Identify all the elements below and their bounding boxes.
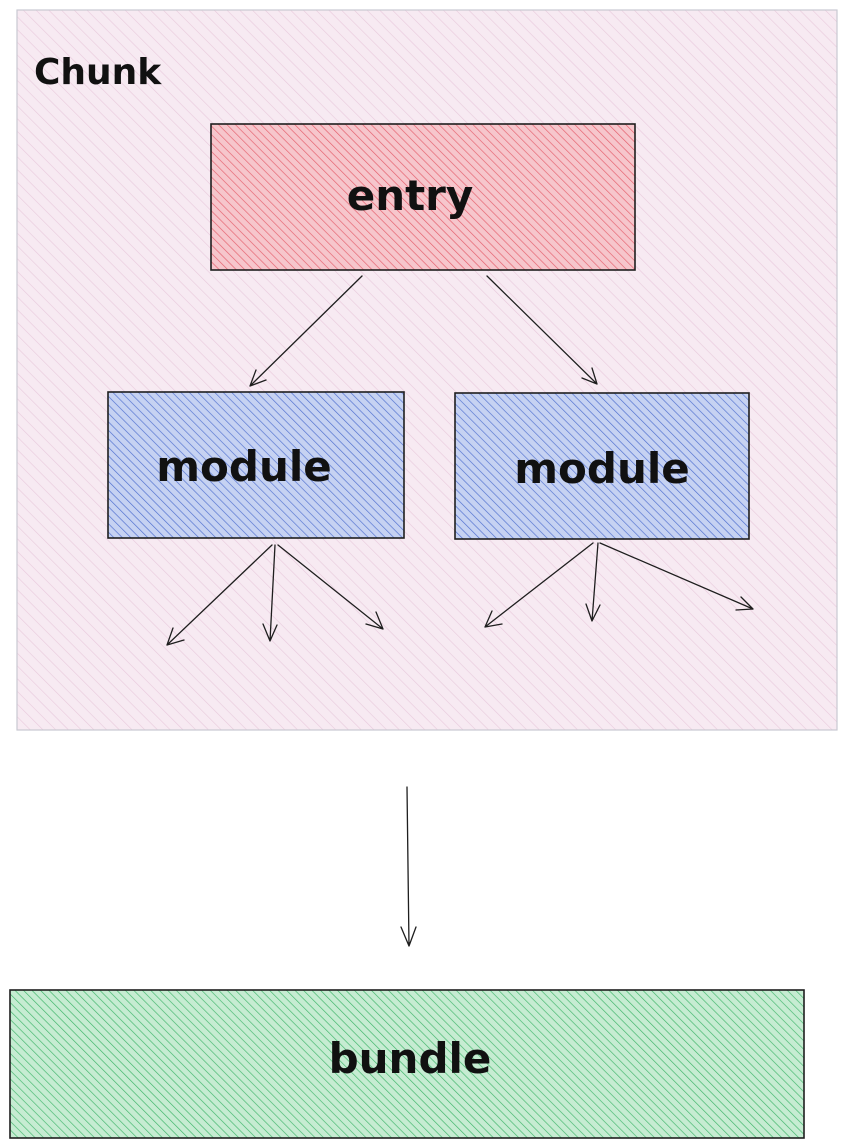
module-right-box xyxy=(454,392,750,540)
module-left-label: module xyxy=(156,442,331,491)
arrow-module-right-out-1 xyxy=(484,542,594,628)
arrow-entry-to-module-left xyxy=(249,275,363,387)
module-right-node: module xyxy=(454,392,750,540)
arrow-entry-to-module-right xyxy=(486,275,598,385)
arrow-module-left-out-1 xyxy=(166,544,273,646)
arrow-module-right-out-2 xyxy=(585,542,601,622)
arrow-module-left-out-2 xyxy=(262,544,278,642)
module-right-label: module xyxy=(514,444,689,493)
bundle-label: bundle xyxy=(329,1034,492,1083)
arrow-module-right-out-3 xyxy=(599,542,754,611)
arrows xyxy=(166,275,754,947)
bundle-box xyxy=(9,989,805,1139)
chunk-container: Chunk xyxy=(16,9,838,731)
arrow-module-left-out-3 xyxy=(277,544,384,630)
chunk-label: Chunk xyxy=(34,52,162,93)
chunk-box xyxy=(16,9,838,731)
entry-label: entry xyxy=(347,171,474,220)
bundle-node: bundle xyxy=(9,989,805,1139)
module-left-box xyxy=(107,391,405,539)
arrow-chunk-to-bundle xyxy=(400,786,417,947)
module-left-node: module xyxy=(107,391,405,539)
entry-box xyxy=(210,123,636,271)
entry-node: entry xyxy=(210,123,636,271)
